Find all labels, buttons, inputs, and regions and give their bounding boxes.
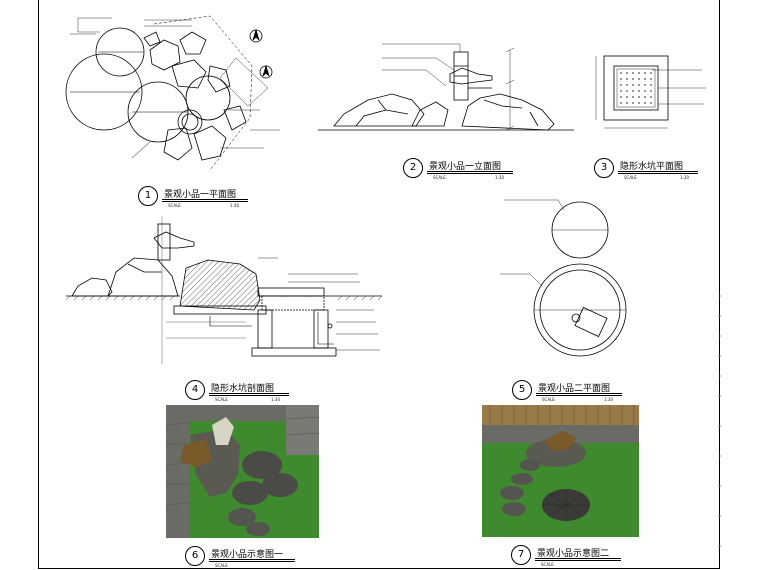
view-name-4: 隐形水坑剖面图 <box>211 384 275 394</box>
basin-circle <box>177 109 203 135</box>
view-ratio-3: 1:30 <box>680 175 689 180</box>
view-scale-label-7: SCALE <box>541 562 554 567</box>
view-name-1: 景观小品一平面图 <box>164 190 237 200</box>
plan-view-5 <box>500 199 627 357</box>
view-title-2: 2 景观小品一立面图 SCALE 1:30 <box>403 158 513 182</box>
view-scale-label-3: SCALE <box>624 175 637 180</box>
view-scale-label-4: SCALE <box>215 397 228 402</box>
view-scale-label-2: SCALE <box>433 175 446 180</box>
view-number-7: 7 <box>511 545 531 565</box>
elevation-view-2 <box>318 43 574 131</box>
millstone-circle-right <box>185 75 231 121</box>
view-ratio-1: 1:30 <box>230 203 239 208</box>
sheet-edge-ticks <box>718 295 721 547</box>
view-ratio-5: 1:30 <box>604 397 613 402</box>
view-number-1: 1 <box>138 186 158 206</box>
view-title-4: 4 隐形水坑剖面图 SCALE 1:30 <box>185 380 295 404</box>
millstone-circle-large <box>65 53 143 131</box>
view-ratio-4: 1:30 <box>271 397 280 402</box>
view-name-7: 景观小品示意图二 <box>537 549 610 559</box>
view-scale-label-6: SCALE <box>215 563 228 568</box>
view-number-5: 5 <box>512 380 532 400</box>
pit-plan-view-3 <box>595 55 706 129</box>
view-title-5: 5 景观小品二平面图 SCALE 1:30 <box>512 380 622 404</box>
view-name-3: 隐形水坑平面图 <box>620 162 684 172</box>
render-image-1 <box>166 405 319 538</box>
view-number-2: 2 <box>403 158 423 178</box>
view-title-3: 3 隐形水坑平面图 SCALE 1:30 <box>594 158 704 182</box>
view-number-6: 6 <box>185 546 205 566</box>
view-title-1: 1 景观小品一平面图 SCALE 1:30 <box>138 186 248 210</box>
view-name-6: 景观小品示意图一 <box>211 550 284 560</box>
view-scale-label-1: SCALE <box>168 203 181 208</box>
view-name-2: 景观小品一立面图 <box>429 162 502 172</box>
view-name-5: 景观小品二平面图 <box>538 384 611 394</box>
sheet-frame <box>38 0 720 569</box>
view-number-3: 3 <box>594 158 614 178</box>
sheet-bottom-border <box>38 568 720 569</box>
view-number-4: 4 <box>185 380 205 400</box>
pit-section-view-4 <box>65 216 383 364</box>
view-title-7: 7 景观小品示意图二 SCALE <box>511 545 621 569</box>
hatched-boulder <box>179 259 261 311</box>
view-scale-label-5: SCALE <box>542 397 555 402</box>
view-ratio-2: 1:30 <box>495 175 504 180</box>
view-title-6: 6 景观小品示意图一 SCALE <box>185 546 295 570</box>
render-image-2 <box>482 405 639 537</box>
plan-view-1 <box>65 15 280 171</box>
